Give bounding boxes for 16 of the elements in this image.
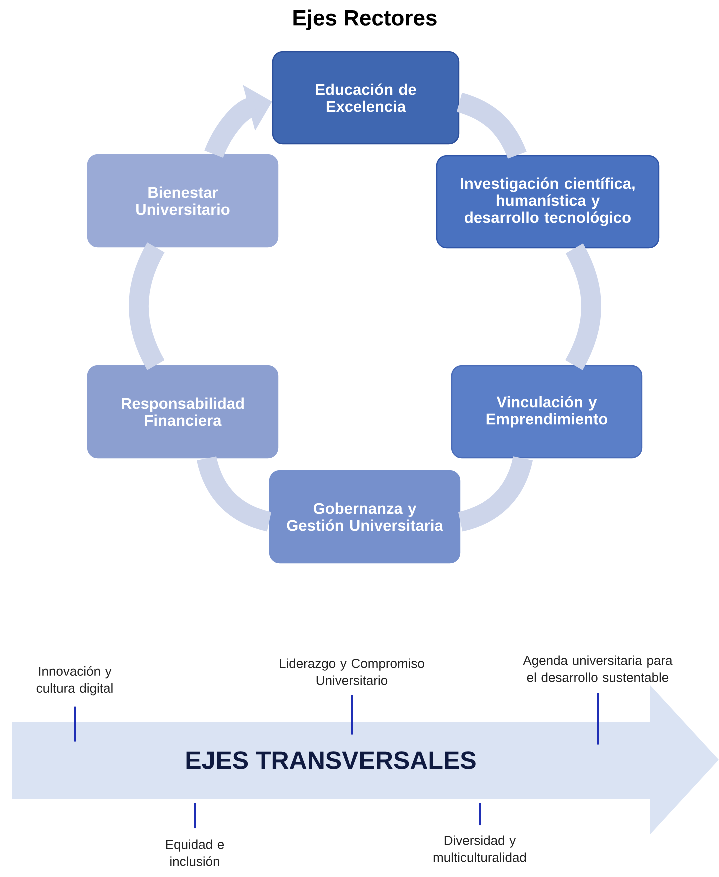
callout-text: Equidad e inclusión	[166, 840, 224, 866]
process-box: Responsabilidad Financiera	[87, 365, 279, 459]
title: Ejes Rectores	[294, 10, 437, 30]
callout-text: Liderazgo y Compromiso Universitario	[280, 658, 424, 686]
leader-line	[351, 695, 353, 735]
process-box: Gobernanza y Gestión Universitaria	[269, 470, 461, 564]
process-box: Vinculación y Emprendimiento	[451, 365, 643, 459]
leader-line	[74, 706, 76, 742]
callout-text: Diversidad y multiculturalidad	[434, 836, 526, 862]
leader-line	[194, 803, 196, 829]
callout-text: Agenda universitaria para el desarrollo sustentable	[523, 656, 673, 682]
leader-line	[597, 693, 599, 745]
leader-line	[479, 803, 481, 826]
process-box: Bienestar Universitario	[87, 154, 279, 248]
process-box: Educación de Excelencia	[272, 51, 460, 145]
process-box: Investigación científica, humanística y desarrollo tecnológico	[436, 155, 660, 249]
